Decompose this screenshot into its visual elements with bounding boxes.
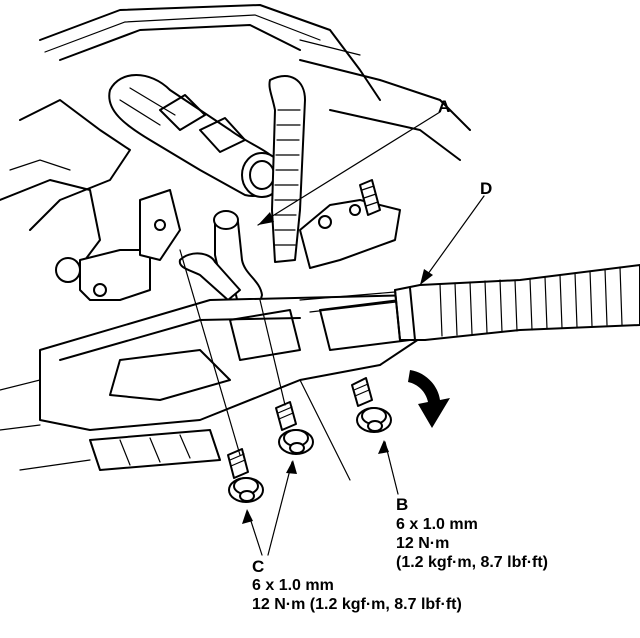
left-bracket — [55, 189, 181, 301]
callout-label-b: B — [396, 495, 409, 514]
wiring-harness-vertical — [268, 75, 306, 263]
bolt-axes — [179, 249, 351, 481]
bolt-b — [351, 377, 392, 433]
spec-b-size: 6 x 1.0 mm — [396, 516, 478, 533]
upper-hose — [108, 74, 283, 198]
curved-down-arrow-icon — [408, 370, 450, 428]
spec-c-size: 6 x 1.0 mm — [252, 577, 334, 594]
spec-b-torque-alt: (1.2 kgf·m, 8.7 lbf·ft) — [396, 554, 549, 571]
callout-label-c: C — [252, 557, 265, 576]
wiring-harness-d — [299, 264, 640, 341]
spec-block-b: 6 x 1.0 mm 12 N·m (1.2 kgf·m, 8.7 lbf·ft… — [396, 517, 548, 574]
engine-background — [0, 4, 471, 281]
callout-label-d: D — [480, 179, 493, 198]
hose-a — [178, 210, 263, 313]
callout-label-a: A — [438, 97, 451, 116]
bolt-c-left — [227, 448, 264, 503]
spec-block-c: 6 x 1.0 mm 12 N·m (1.2 kgf·m, 8.7 lbf·ft… — [252, 578, 462, 616]
right-bracket — [299, 179, 401, 269]
spec-b-torque: 12 N·m — [396, 535, 450, 552]
bolt-c-right — [275, 401, 314, 455]
callout-leaders — [242, 111, 485, 556]
spec-c-torque: 12 N·m (1.2 kgf·m, 8.7 lbf·ft) — [252, 596, 462, 613]
